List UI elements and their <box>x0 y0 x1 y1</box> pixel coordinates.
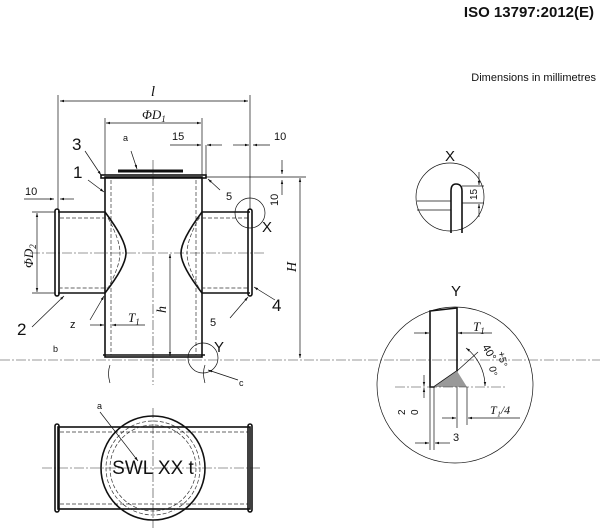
note-a: a <box>123 133 128 143</box>
weld-top: 5 <box>226 191 232 203</box>
item-3: 3 <box>72 135 81 154</box>
dim-d1: ΦD1 <box>142 107 166 124</box>
dim-10-right: 10 <box>274 131 286 143</box>
dim-10-vertical: 10 <box>269 194 281 206</box>
detail-x-dim: 15 <box>469 188 480 200</box>
detail-x-title: X <box>445 148 455 165</box>
detail-ref-y: Y <box>214 339 224 356</box>
right-flange <box>247 208 253 297</box>
right-branch <box>180 211 250 294</box>
dim-d2: ΦD2 <box>21 244 38 268</box>
detail-y-angle-tol2: 0° <box>486 366 498 377</box>
detail-y-title: Y <box>451 283 461 300</box>
item-2: 2 <box>17 320 26 339</box>
top-plate <box>100 174 207 179</box>
detail-y-dim-0: 0 <box>410 409 421 415</box>
dim-t1: T1 <box>128 310 140 327</box>
dim-h: h <box>155 306 170 313</box>
left-branch <box>58 211 127 294</box>
weld-right: 5 <box>210 317 216 329</box>
detail-x: X 15 <box>415 148 485 233</box>
detail-y: Y T1 40° +5° 0° T₁/4 3 2 0 <box>376 283 534 464</box>
left-flange <box>54 208 60 297</box>
detail-y-angle-tol: +5° <box>495 351 509 368</box>
dim-l: l <box>151 84 155 100</box>
note-b: b <box>53 344 58 354</box>
units-note: Dimensions in millimetres <box>471 72 596 84</box>
detail-y-t1: T1 <box>473 319 485 336</box>
item-1: 1 <box>73 163 82 182</box>
weld-left: z <box>70 319 76 331</box>
dim-15: 15 <box>172 131 184 143</box>
item-4: 4 <box>272 296 281 315</box>
detail-y-gap: 3 <box>453 432 459 444</box>
top-view: a SWL XX t <box>42 401 260 528</box>
front-view: l ΦD1 15 10 10 10 ΦD2 H h T1 3 1 2 4 X Y… <box>0 84 600 388</box>
detail-y-root-face: T₁/4 <box>490 403 510 417</box>
main-cylinder <box>104 176 203 358</box>
swl-marking: SWL XX t <box>112 458 194 479</box>
note-c: c <box>239 378 244 388</box>
detail-y-dim-2: 2 <box>397 409 408 415</box>
detail-ref-x: X <box>262 219 272 236</box>
standard-header: ISO 13797:2012(E) <box>463 4 594 21</box>
dim-H: H <box>285 261 300 273</box>
dim-10-left: 10 <box>25 186 37 198</box>
top-note-a: a <box>97 401 102 411</box>
